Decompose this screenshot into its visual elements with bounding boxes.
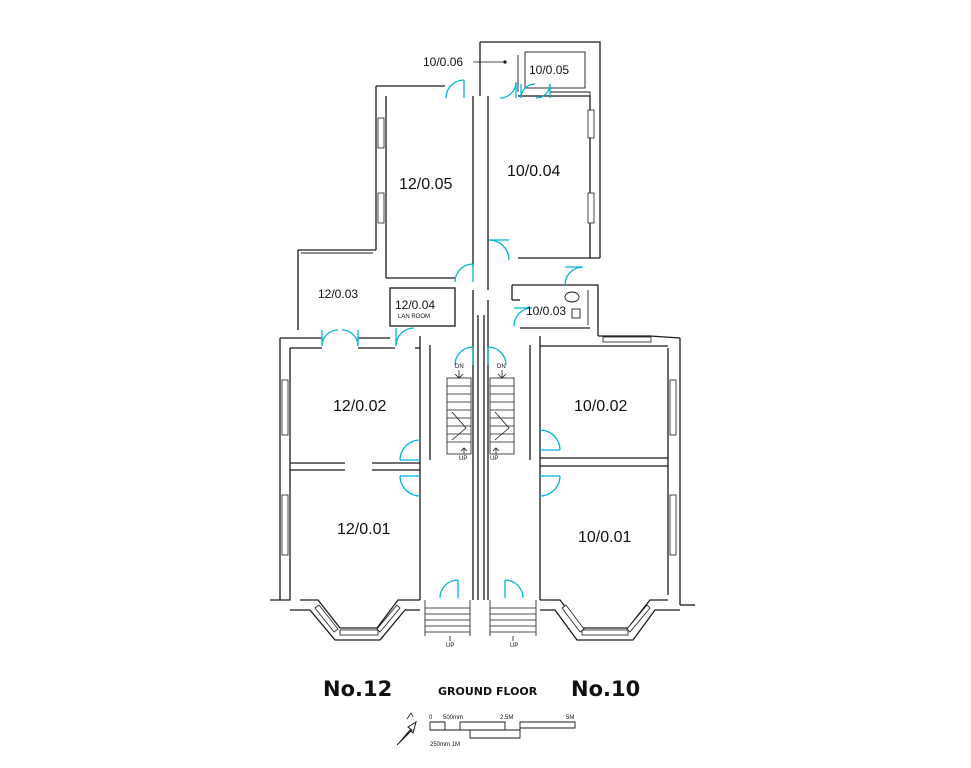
room-label-10-0-04: 10/0.04 [507, 163, 560, 180]
room-label-10-0-01: 10/0.01 [578, 529, 631, 546]
stair-labels: DN DN UP UP UP UP [446, 364, 518, 649]
room-label-10-0-02: 10/0.02 [574, 398, 627, 415]
room-label-12-0-03: 12/0.03 [318, 287, 358, 301]
scale-label-sub: 250mm 1M [430, 742, 460, 748]
room-label-12-0-02: 12/0.02 [333, 398, 386, 415]
floor-title: GROUND FLOOR [438, 685, 538, 698]
stair-dn-label-10: DN [497, 364, 506, 370]
entrance-up-label-10: UP [510, 643, 518, 649]
windows [281, 109, 677, 636]
room-labels: 10/0.06 10/0.05 12/0.05 10/0.04 12/0.03 … [318, 55, 631, 546]
room-label-10-0-05: 10/0.05 [529, 63, 569, 77]
room-label-12-0-05: 12/0.05 [399, 176, 452, 193]
scale-label-500mm: 500mm [443, 715, 463, 721]
stair-up-label-12: UP [459, 456, 467, 462]
building-label-no10: No.10 [571, 677, 640, 701]
scale-label-0: 0 [429, 715, 433, 721]
room-label-10-0-06: 10/0.06 [423, 55, 463, 69]
north-arrow-icon [396, 712, 417, 746]
stair-up-label-10: UP [490, 456, 498, 462]
front-steps [424, 600, 537, 636]
staircase-12 [446, 370, 472, 455]
scale-label-2-5m: 2.5M [500, 715, 513, 721]
room-label-12-0-01: 12/0.01 [337, 521, 390, 538]
room-label-12-0-04: 12/0.04 [395, 298, 435, 312]
room-label-10-0-03: 10/0.03 [526, 304, 566, 318]
stair-dn-label-12: DN [455, 364, 464, 370]
staircase-10 [489, 370, 515, 455]
doors [321, 79, 584, 599]
entrance-up-label-12: UP [446, 643, 454, 649]
building-label-no12: No.12 [323, 677, 392, 701]
room-sublabel-lan-room: LAN ROOM [398, 314, 430, 320]
scale-label-5m: 5M [566, 715, 574, 721]
scale-bar: 0 500mm 2.5M 5M 250mm 1M [429, 715, 576, 748]
